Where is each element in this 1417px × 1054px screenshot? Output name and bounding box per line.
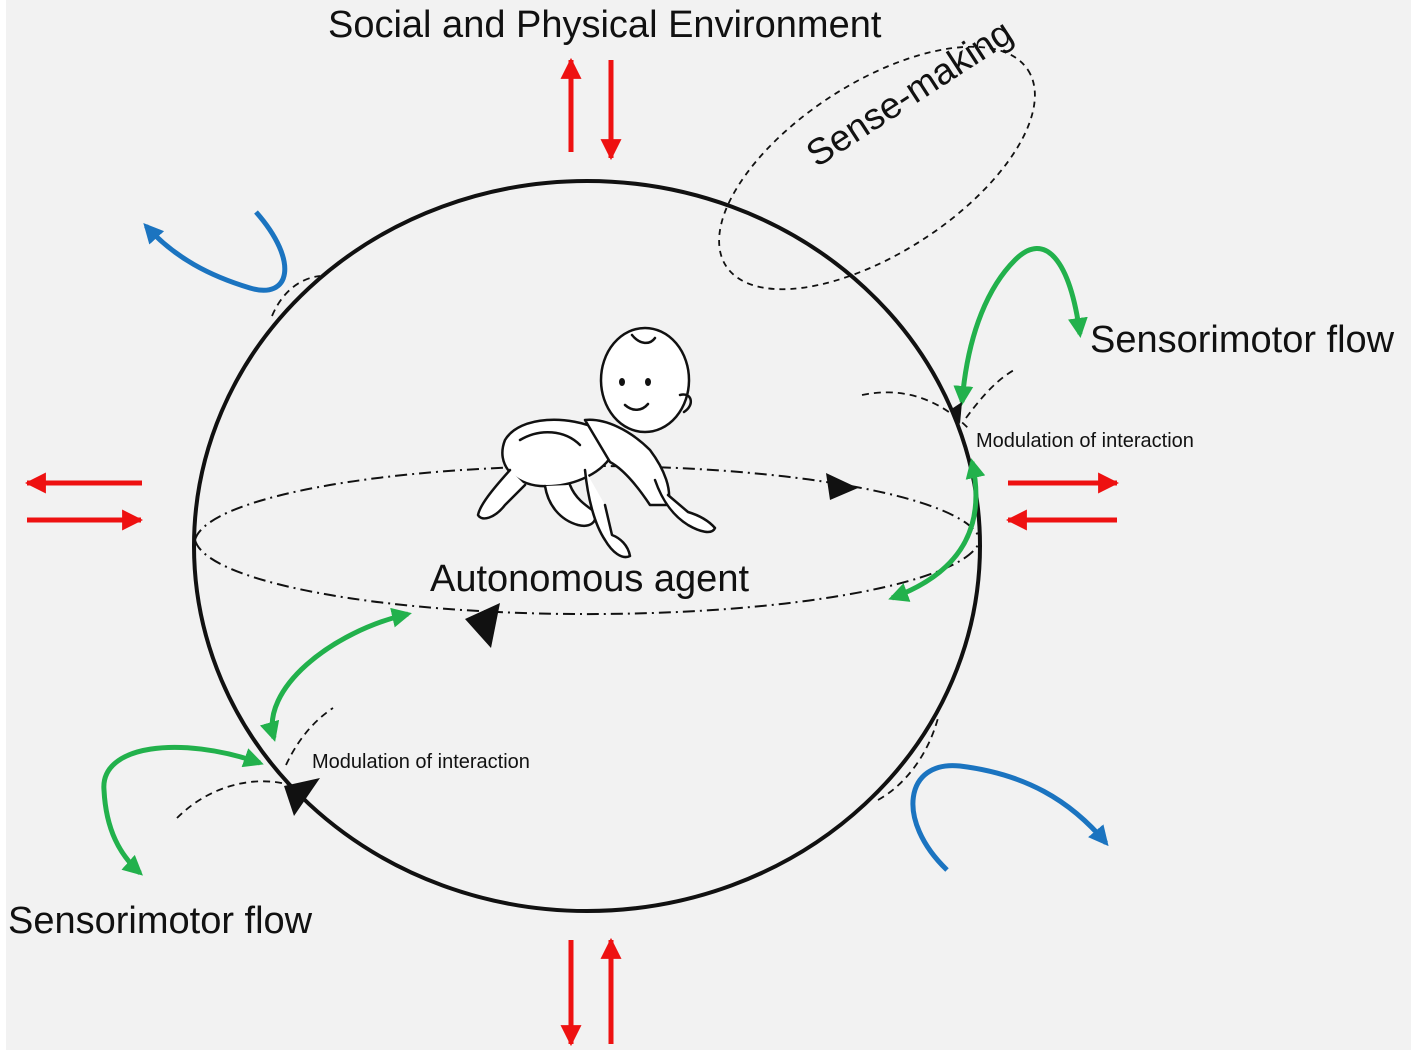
modulation-arc-right-1 (861, 391, 969, 429)
sensorimotor-arrow-left-equator (259, 607, 412, 742)
membrane-arc-top-left (271, 275, 321, 317)
modulation-arc-right-2 (965, 369, 1015, 419)
outer-flow-arrow-top-left (143, 210, 288, 293)
sensorimotor-flow-label-left: Sensorimotor flow (8, 900, 313, 942)
sensorimotor-arrow-right-equator (888, 458, 986, 602)
sensorimotor-flow-label-right: Sensorimotor flow (1090, 319, 1395, 361)
membrane-arc-bottom-right (877, 717, 939, 801)
equator-arrowhead-left-icon (465, 603, 500, 648)
sensorimotor-arrow-right-top (953, 246, 1088, 406)
modulation-label-left: Modulation of interaction (312, 751, 530, 773)
modulation-arrowhead-left-icon (284, 778, 320, 816)
diagram-title: Social and Physical Environment (328, 4, 882, 46)
outer-flow-arrow-bottom-right (910, 763, 1109, 872)
sensorimotor-arrow-left-bottom (101, 744, 264, 876)
modulation-arrowhead-right-icon (950, 402, 962, 424)
modulation-arc-left-2 (285, 707, 334, 766)
autonomous-agent-label: Autonomous agent (430, 558, 750, 600)
modulation-label-right: Modulation of interaction (976, 430, 1194, 452)
equator-arrowhead-right-icon (826, 473, 858, 500)
sense-making-loop (718, 45, 1036, 291)
modulation-arc-left-1 (176, 780, 291, 819)
crawling-baby-illustration (476, 326, 717, 559)
